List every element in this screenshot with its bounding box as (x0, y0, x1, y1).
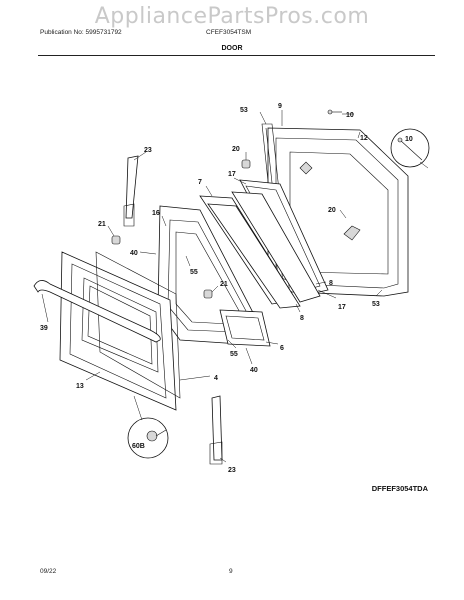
callout-60b: 60B (132, 443, 145, 450)
callout-7: 7 (198, 179, 202, 186)
callout-17-right: 17 (338, 304, 346, 311)
callout-8-lower: 8 (300, 315, 304, 322)
diagram-code: DFFEF3054TDA (371, 484, 428, 493)
callout-10-inset: 10 (405, 136, 413, 143)
callout-6: 6 (280, 345, 284, 352)
callout-23-top: 23 (144, 147, 152, 154)
door-glass-4 (95, 251, 181, 399)
glass-panel-8 (231, 191, 321, 303)
callout-20-mid: 20 (328, 207, 336, 214)
screw-10 (327, 109, 342, 115)
callout-17-top: 17 (228, 171, 236, 178)
publication-number: Publication No: 5995731792 (40, 29, 122, 36)
inset-screw-60b (127, 417, 169, 459)
callout-53-top: 53 (240, 107, 248, 114)
callout-55-lower: 55 (230, 351, 238, 358)
callout-4: 4 (214, 375, 218, 382)
panel-7 (199, 195, 301, 309)
callout-21-mid: 21 (220, 281, 228, 288)
callout-13: 13 (76, 383, 84, 390)
callout-20-top: 20 (232, 146, 240, 153)
stop-20-top (241, 159, 251, 169)
callout-53-bottom: 53 (372, 301, 380, 308)
callout-21-left: 21 (98, 221, 106, 228)
callout-16: 16 (152, 210, 160, 217)
model-number: CFEF3054TSM (206, 29, 252, 36)
frame-6 (219, 309, 271, 347)
inset-screw-10 (390, 128, 430, 169)
section-title: DOOR (221, 45, 243, 52)
callout-55-mid: 55 (190, 269, 198, 276)
hinge-23-bottom (209, 395, 223, 465)
header-rule (38, 55, 435, 56)
callout-40-lower: 40 (250, 367, 258, 374)
callout-10: 10 (346, 112, 354, 119)
callout-9: 9 (278, 103, 282, 110)
footer-date: 09/22 (40, 568, 57, 575)
callout-8-right: 8 (329, 280, 333, 287)
hinge-23-top (123, 155, 139, 227)
callout-39: 39 (40, 325, 48, 332)
page-number: 9 (229, 568, 233, 575)
callout-12: 12 (360, 135, 368, 142)
bumper-21-left (111, 235, 121, 245)
callout-40-left: 40 (130, 250, 138, 257)
door-handle-39 (33, 280, 161, 343)
leader-lines (41, 110, 383, 463)
callout-23-bottom: 23 (228, 467, 236, 474)
watermark: AppliancePartsPros.com (94, 4, 370, 29)
outer-door-panel-13 (59, 251, 177, 411)
bumper-21-mid (203, 289, 213, 299)
